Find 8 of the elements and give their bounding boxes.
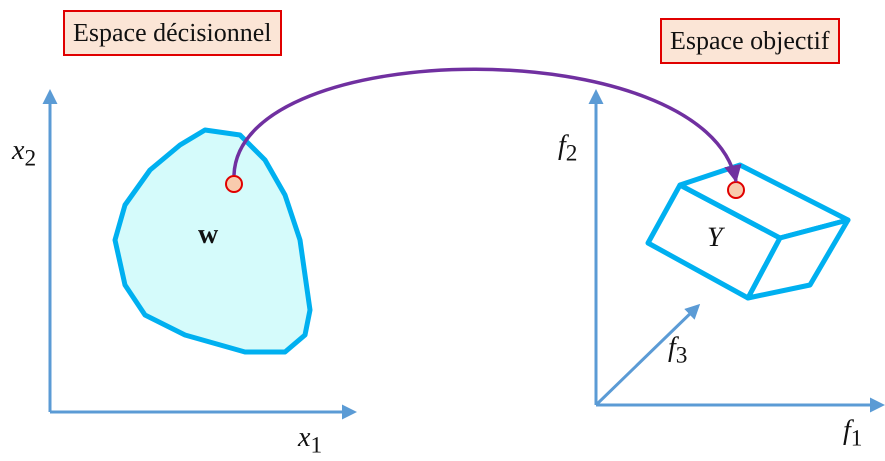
title-box: Espace objectif: [660, 18, 840, 64]
axis-label: f$_{1}$: [843, 415, 862, 453]
title-box: Espace décisionnel: [63, 10, 282, 56]
region-label: Y: [707, 222, 723, 254]
axis-label: x$_{2}$: [12, 135, 36, 173]
axis-label: x$_{1}$: [298, 422, 322, 460]
axis-label: f$_{3}$: [668, 332, 688, 370]
region-label: w: [198, 219, 218, 251]
